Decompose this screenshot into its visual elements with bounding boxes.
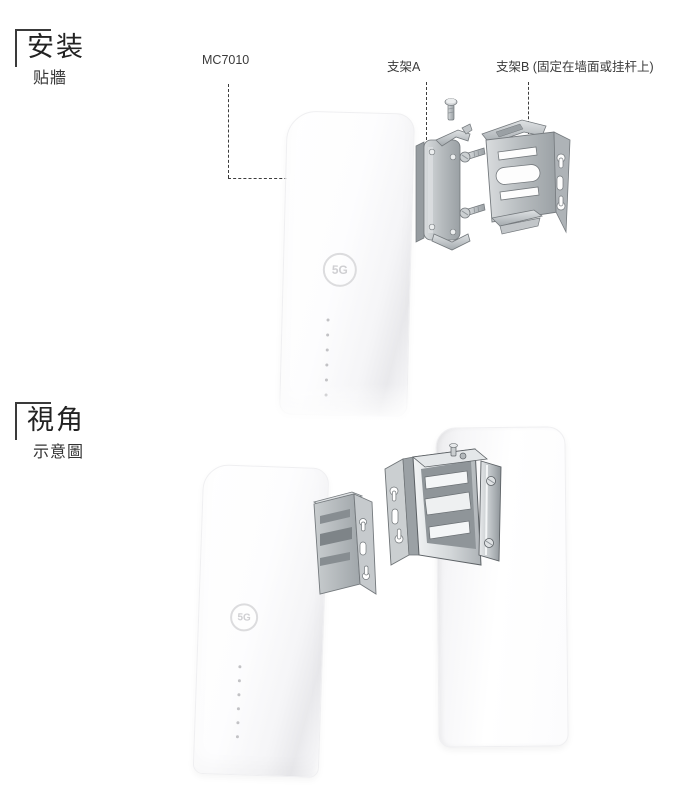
mounted-bracket-side-view bbox=[312, 491, 377, 595]
led-indicator-dot bbox=[325, 348, 329, 352]
bracket-b-part bbox=[481, 119, 571, 235]
led-indicator-dot bbox=[324, 378, 328, 382]
led-strip bbox=[235, 665, 242, 739]
screw-top bbox=[444, 98, 458, 121]
section-install-subtitle: 贴牆 bbox=[33, 70, 68, 87]
logo-text: 5G bbox=[237, 611, 251, 624]
leader-line-device-horizontal bbox=[228, 178, 313, 179]
leader-line-device-vertical bbox=[228, 84, 229, 178]
exploded-bracket-assembly bbox=[415, 98, 571, 251]
section-corner-mark bbox=[15, 29, 51, 67]
led-indicator-dot bbox=[326, 333, 330, 337]
device-side-view: 5G bbox=[192, 463, 330, 779]
section-view-subtitle: 示意圖 bbox=[33, 444, 85, 461]
logo-text: 5G bbox=[331, 262, 349, 278]
5g-logo-icon: 5G bbox=[229, 602, 259, 632]
bracket-a-part bbox=[415, 123, 473, 251]
bracket-a-mounted bbox=[478, 460, 502, 562]
section-view: 視角 示意圖 5G bbox=[0, 395, 684, 800]
led-indicator-dot bbox=[326, 318, 330, 322]
callout-device-model: MC7010 bbox=[202, 53, 250, 67]
callout-bracket-b: 支架B (固定在墙面或挂杆上) bbox=[496, 60, 654, 74]
callout-bracket-a: 支架A bbox=[387, 60, 421, 74]
led-indicator-dot bbox=[237, 679, 241, 683]
mounted-bracket-assembly bbox=[384, 443, 502, 566]
section-install-title: 安装 bbox=[27, 32, 85, 62]
bracket-b-frame bbox=[412, 448, 488, 566]
led-indicator-dot bbox=[236, 721, 240, 725]
screw-side-lower bbox=[459, 203, 486, 219]
led-indicator-dot bbox=[237, 693, 241, 697]
screw-top-mounted bbox=[449, 443, 458, 457]
device-front-view: 5G bbox=[279, 110, 415, 418]
led-indicator-dot bbox=[236, 707, 240, 711]
5g-logo-icon: 5G bbox=[322, 252, 358, 288]
led-indicator-dot bbox=[325, 363, 329, 367]
section-install: 安装 贴牆 MC7010 支架A 支架B (固定在墙面或挂杆上) 5G bbox=[15, 29, 654, 430]
led-indicator-dot bbox=[238, 665, 242, 669]
led-indicator-dot bbox=[235, 735, 239, 739]
screw-side-upper bbox=[459, 147, 486, 163]
section-view-title: 視角 bbox=[27, 405, 85, 435]
section-corner-mark bbox=[15, 402, 51, 440]
device-bottom-fade bbox=[270, 384, 430, 430]
leader-line-bracket-a bbox=[426, 82, 427, 180]
